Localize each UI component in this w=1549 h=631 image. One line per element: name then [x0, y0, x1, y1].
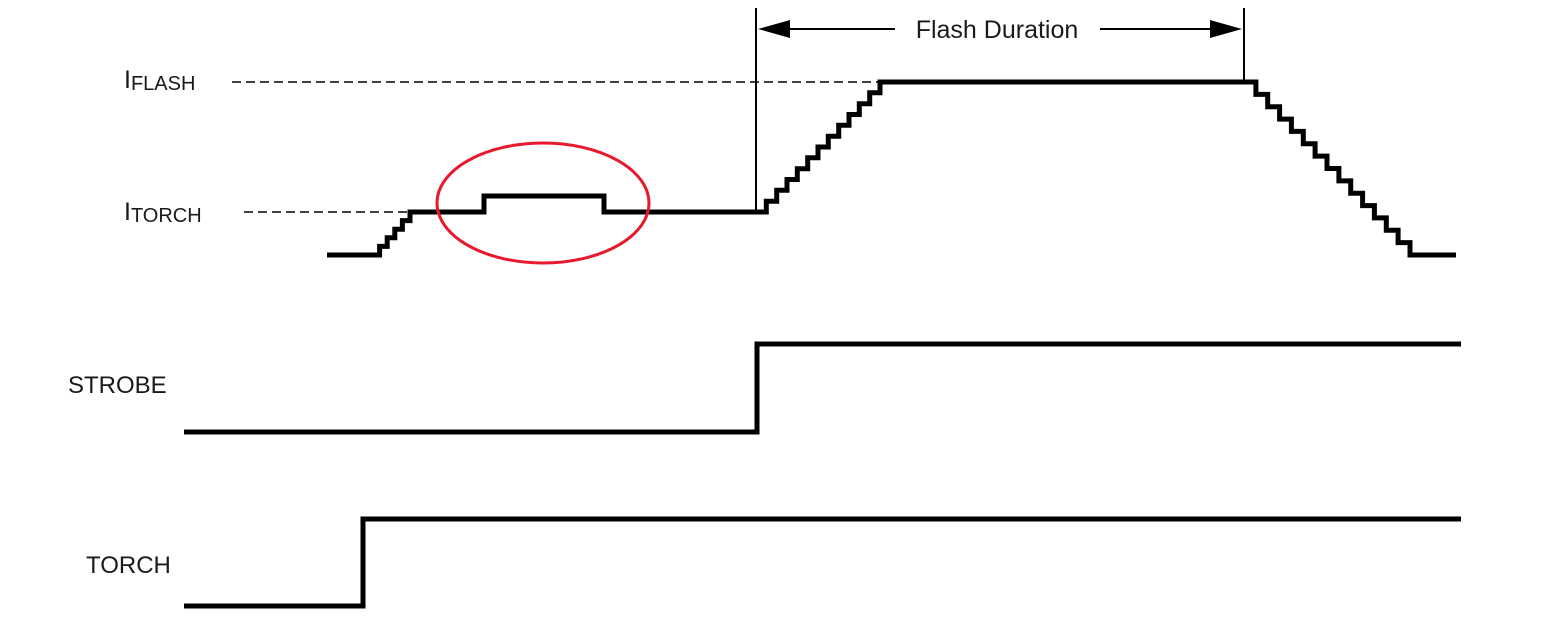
highlight-ellipse [435, 141, 651, 265]
torch-signal [184, 516, 1461, 609]
current-waveform [327, 79, 1456, 258]
strobe-label: STROBE [68, 372, 167, 399]
strobe-signal [184, 341, 1461, 435]
iflash-label: IFLASH [124, 66, 195, 95]
flash-duration-arrow-left [758, 20, 790, 38]
torch-label: TORCH [86, 552, 171, 579]
flash-duration-label: Flash Duration [916, 16, 1079, 44]
flash-duration-arrow-right [1210, 20, 1242, 38]
itorch-label: ITORCH [124, 198, 202, 227]
